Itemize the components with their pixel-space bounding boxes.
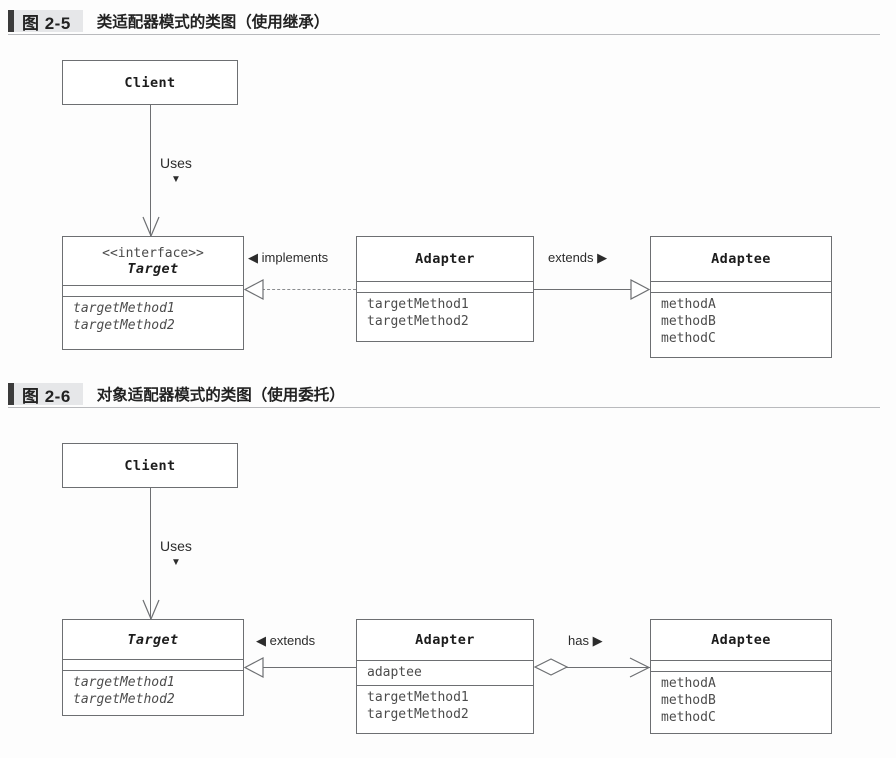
uses-label: Uses ▼	[160, 539, 192, 570]
class-name-adaptee: Adaptee	[711, 632, 771, 648]
caption-accent-bar	[8, 10, 14, 32]
method-item: methodC	[661, 331, 716, 346]
class-name-adapter: Adapter	[415, 251, 475, 267]
method-item: methodA	[661, 676, 716, 691]
method-item: targetMethod1	[73, 675, 175, 690]
implements-connector-line	[262, 289, 356, 290]
method-item: targetMethod1	[73, 301, 175, 316]
extends-label: ◀ extends	[256, 633, 315, 649]
attribute-item: adaptee	[367, 665, 422, 680]
methods-compartment-adaptee: methodA methodB methodC	[651, 671, 831, 730]
class-box-client[interactable]: Client	[62, 60, 238, 105]
class-name-adapter: Adapter	[415, 632, 475, 648]
uses-connector-line	[150, 105, 151, 236]
has-arrowhead-icon	[629, 657, 651, 678]
class-box-adapter[interactable]: Adapter targetMethod1 targetMethod2	[356, 236, 534, 342]
attributes-compartment-adapter: adaptee	[357, 660, 533, 685]
extends-marker-icon: ◀	[256, 633, 266, 648]
figure-number: 图 2-5	[14, 10, 83, 33]
implements-marker-icon: ◀	[248, 250, 258, 265]
class-name-adaptee: Adaptee	[711, 251, 771, 267]
method-item: targetMethod1	[367, 297, 469, 312]
has-marker-icon: ▶	[592, 633, 603, 648]
method-item: methodB	[661, 314, 716, 329]
implements-label-text: implements	[261, 250, 329, 265]
class-box-target[interactable]: <<interface>> Target targetMethod1 targe…	[62, 236, 244, 350]
has-diamond-icon	[533, 658, 569, 676]
uses-label-text: Uses	[160, 538, 192, 554]
attributes-compartment-target	[63, 285, 243, 296]
class-box-adaptee[interactable]: Adaptee methodA methodB methodC	[650, 619, 832, 734]
figure-caption-2-6: 图 2-6 对象适配器模式的类图（使用委托）	[8, 381, 345, 407]
method-item: methodC	[661, 710, 716, 725]
class-box-client[interactable]: Client	[62, 443, 238, 488]
figure-title: 类适配器模式的类图（使用继承）	[96, 14, 330, 31]
method-item: methodB	[661, 693, 716, 708]
caption-rule	[8, 34, 880, 35]
uses-label: Uses ▼	[160, 156, 192, 187]
figure-number: 图 2-6	[14, 383, 83, 406]
figure-title: 对象适配器模式的类图（使用委托）	[96, 387, 345, 404]
extends-arrowhead-icon	[630, 279, 651, 300]
class-name-client: Client	[124, 457, 176, 474]
caption-rule	[8, 407, 880, 408]
implements-label: ◀ implements	[248, 250, 328, 266]
class-name-client: Client	[124, 74, 176, 91]
attributes-compartment-adapter	[357, 281, 533, 292]
has-connector-line	[566, 667, 650, 668]
implements-arrowhead-icon	[243, 279, 264, 300]
uses-arrowhead	[142, 599, 160, 621]
uses-connector-line	[150, 488, 151, 619]
method-item: targetMethod2	[367, 314, 469, 329]
method-item: methodA	[661, 297, 716, 312]
attributes-compartment-target	[63, 659, 243, 670]
class-name-target: Target	[63, 620, 243, 659]
uses-arrowhead	[142, 216, 160, 238]
class-title-target: Target	[127, 260, 179, 277]
has-label: has ▶	[568, 633, 603, 649]
class-stereotype-target: <<interface>>	[102, 245, 204, 261]
extends-marker-icon: ▶	[597, 250, 608, 265]
method-item: targetMethod2	[367, 707, 469, 722]
extends-connector-line	[534, 289, 632, 290]
attributes-compartment-adaptee	[651, 660, 831, 671]
methods-compartment-target: targetMethod1 targetMethod2	[63, 670, 243, 712]
class-box-target[interactable]: Target targetMethod1 targetMethod2	[62, 619, 244, 716]
extends-arrowhead-icon	[243, 657, 264, 678]
caption-accent-bar	[8, 383, 14, 405]
extends-label: extends ▶	[548, 250, 607, 266]
figure-caption-2-5: 图 2-5 类适配器模式的类图（使用继承）	[8, 8, 329, 34]
attributes-compartment-adaptee	[651, 281, 831, 292]
extends-connector-line	[262, 667, 356, 668]
method-item: targetMethod1	[367, 690, 469, 705]
extends-label-text: extends	[269, 633, 316, 648]
class-name-target: <<interface>> Target	[63, 237, 243, 285]
class-box-adapter[interactable]: Adapter adaptee targetMethod1 targetMeth…	[356, 619, 534, 734]
methods-compartment-adaptee: methodA methodB methodC	[651, 292, 831, 351]
method-item: targetMethod2	[73, 692, 175, 707]
uses-caret-icon: ▼	[171, 174, 181, 185]
method-item: targetMethod2	[73, 318, 175, 333]
methods-compartment-target: targetMethod1 targetMethod2	[63, 296, 243, 338]
uses-caret-icon: ▼	[171, 557, 181, 568]
class-title-target: Target	[127, 631, 179, 648]
uses-label-text: Uses	[160, 155, 192, 171]
methods-compartment-adapter: targetMethod1 targetMethod2	[357, 292, 533, 334]
has-label-text: has	[568, 633, 589, 648]
extends-label-text: extends	[548, 250, 594, 265]
class-box-adaptee[interactable]: Adaptee methodA methodB methodC	[650, 236, 832, 358]
methods-compartment-adapter: targetMethod1 targetMethod2	[357, 685, 533, 727]
